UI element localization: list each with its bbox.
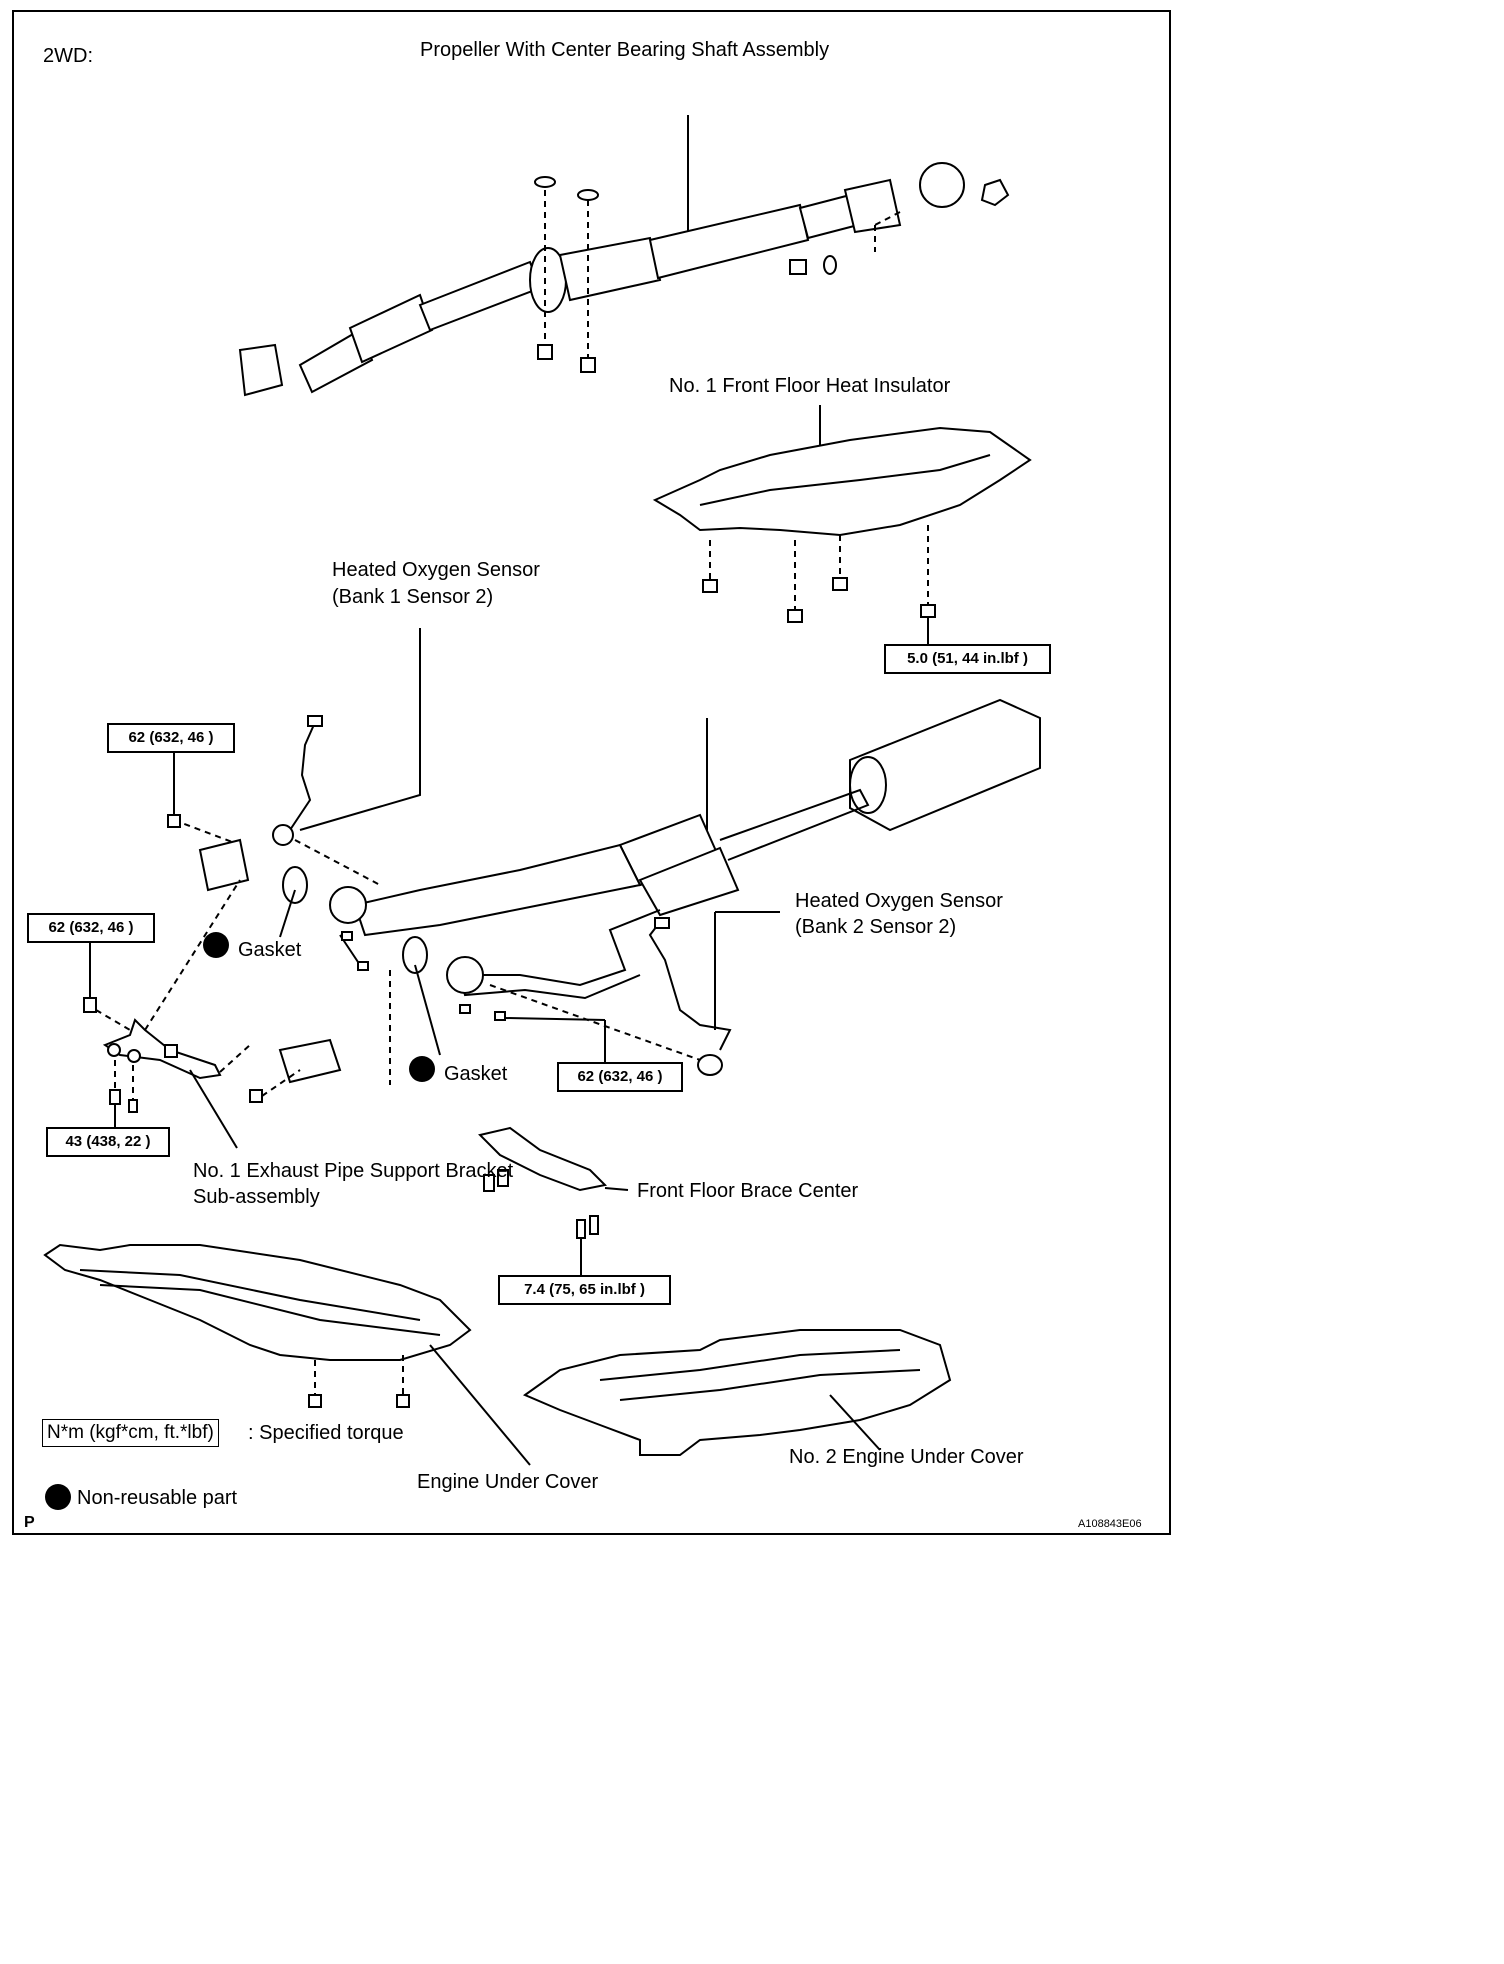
- torque-upper-left-nut: 62 (632, 46 ): [107, 723, 235, 753]
- diagram-canvas: 2WD: Propeller With Center Bearing Shaft…: [12, 10, 1171, 1535]
- exhaust-pipe-illustration: [167, 628, 1041, 1085]
- legend-nonreusable-marker: [45, 1484, 71, 1510]
- page-mark: P: [24, 1514, 35, 1531]
- nonreusable-marker-gasket-1: [203, 932, 229, 958]
- engine-under-cover-illustration: [43, 1243, 531, 1466]
- torque-left-nut: 62 (632, 46 ): [27, 913, 155, 943]
- exploded-view-drawing: [43, 115, 1041, 1466]
- nonreusable-marker-gasket-2: [409, 1056, 435, 1082]
- support-bracket-sublabel: Sub-assembly: [193, 1186, 320, 1208]
- support-bracket-label: No. 1 Exhaust Pipe Support Bracket: [193, 1160, 514, 1182]
- o2-sensor-bank2-label: Heated Oxygen Sensor: [795, 890, 1003, 912]
- diagram-frame: [12, 10, 1171, 1535]
- floor-brace-label: Front Floor Brace Center: [637, 1180, 859, 1202]
- page-title: Propeller With Center Bearing Shaft Asse…: [420, 39, 830, 61]
- legend-nonreusable-text: Non-reusable part: [77, 1487, 238, 1509]
- o2-sensor-bank2-sublabel: (Bank 2 Sensor 2): [795, 916, 957, 938]
- o2-sensor-bank1-sublabel: (Bank 1 Sensor 2): [332, 586, 494, 608]
- gasket-1-label: Gasket: [238, 939, 302, 961]
- figure-code: A108843E06: [1078, 1518, 1142, 1530]
- torque-bracket-bolt: 43 (438, 22 ): [46, 1127, 170, 1157]
- floor-brace-illustration: [478, 1126, 629, 1275]
- engine-under-cover-label: Engine Under Cover: [417, 1471, 599, 1493]
- torque-insulator-nut: 5.0 (51, 44 in.lbf ): [884, 644, 1051, 674]
- engine-under-cover-2-label: No. 2 Engine Under Cover: [789, 1446, 1024, 1468]
- support-bracket-illustration: [83, 879, 342, 1149]
- legend-torque-text: : Specified torque: [248, 1422, 404, 1444]
- torque-brace-bolt: 7.4 (75, 65 in.lbf ): [498, 1275, 671, 1305]
- legend-torque-unit: N*m (kgf*cm, ft.*lbf): [42, 1419, 219, 1447]
- heat-insulator-illustration: [652, 405, 1032, 645]
- heat-insulator-label: No. 1 Front Floor Heat Insulator: [669, 375, 951, 397]
- drivetrain-variant-label: 2WD:: [43, 45, 93, 67]
- engine-under-cover-2-illustration: [522, 1329, 952, 1456]
- o2-sensor-bank1-label: Heated Oxygen Sensor: [332, 559, 540, 581]
- gasket-2-label: Gasket: [444, 1063, 508, 1085]
- propeller-shaft-illustration: [238, 115, 1010, 397]
- torque-flange-nut: 62 (632, 46 ): [557, 1062, 683, 1092]
